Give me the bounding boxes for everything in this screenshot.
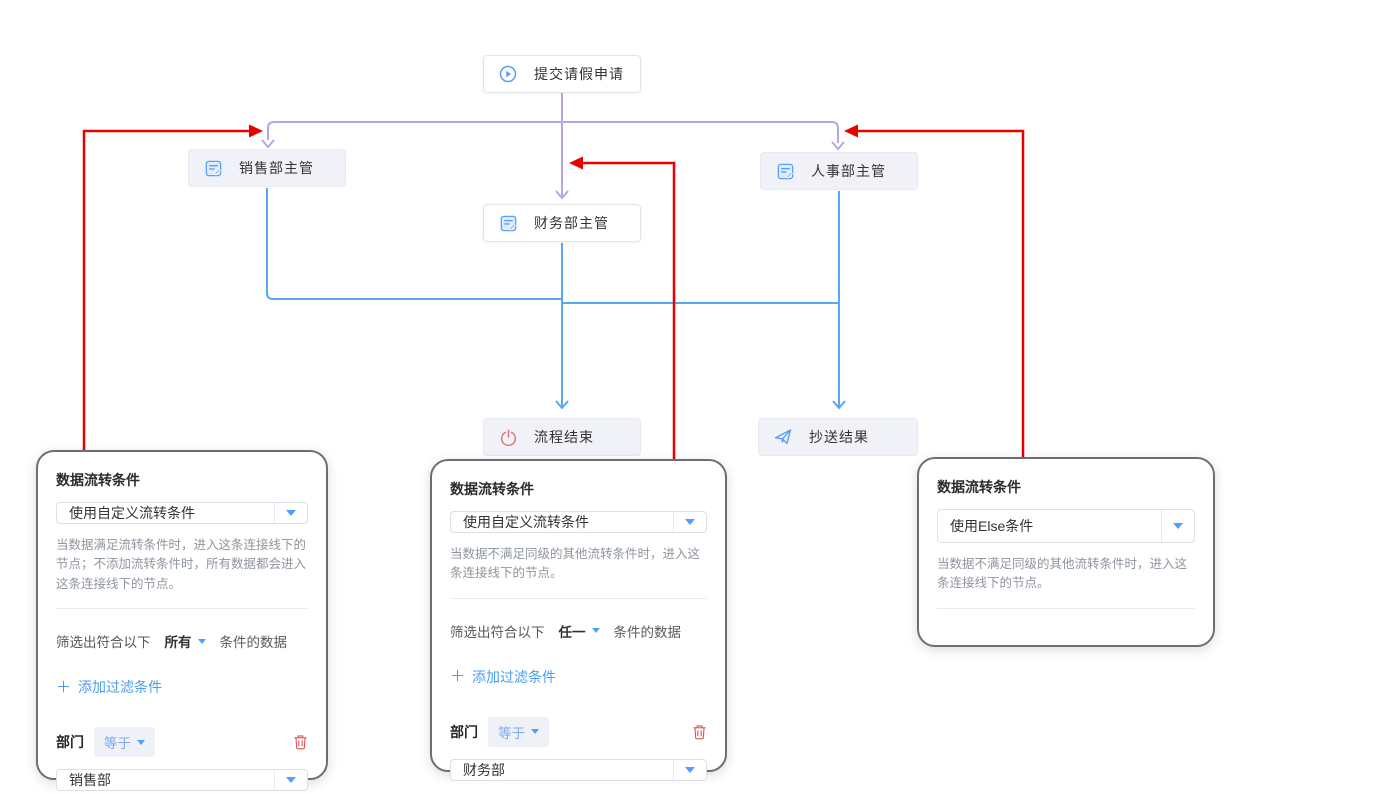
operator-dropdown[interactable]: 等于: [94, 727, 155, 758]
edge-condition-hr[interactable]: [844, 124, 1025, 458]
chevron-down-icon[interactable]: [673, 512, 706, 532]
condition-type-value: 使用自定义流转条件: [69, 505, 195, 521]
chevron-down-icon: [137, 739, 145, 745]
panel-title: 数据流转条件: [56, 472, 140, 488]
condition-type-select[interactable]: 使用自定义流转条件: [450, 511, 707, 533]
condition-description: 当数据不满足同级的其他流转条件时，进入这条连接线下的节点。: [450, 547, 701, 581]
divider: [450, 597, 707, 599]
send-icon: [773, 427, 793, 447]
condition-type-select[interactable]: 使用Else条件: [937, 509, 1195, 543]
edge-supervisors-to-end[interactable]: [266, 188, 846, 410]
filter-row: 筛选出符合以下 任一 条件的数据: [450, 621, 707, 641]
chevron-down-icon[interactable]: [673, 759, 706, 780]
filter-suffix: 条件的数据: [219, 635, 288, 651]
operator-value: 等于: [104, 736, 131, 752]
add-filter-label: 添加过滤条件: [78, 679, 163, 696]
chevron-down-icon[interactable]: [274, 770, 307, 791]
match-mode-value: 任一: [558, 624, 586, 640]
trash-icon[interactable]: [692, 724, 707, 740]
add-filter-button[interactable]: ＋ 添加过滤条件: [450, 667, 707, 687]
plus-icon: ＋: [56, 678, 72, 696]
plus-icon: ＋: [450, 668, 466, 686]
condition-type-value: 使用自定义流转条件: [463, 514, 589, 530]
node-label: 抄送结果: [809, 429, 869, 445]
node-label: 财务部主管: [534, 215, 609, 231]
match-mode-value: 所有: [164, 635, 192, 651]
operator-value: 等于: [498, 725, 525, 741]
edge-condition-sales[interactable]: [82, 124, 263, 451]
filter-suffix: 条件的数据: [613, 624, 682, 640]
chevron-down-icon: [591, 628, 600, 634]
match-mode-dropdown[interactable]: 所有: [165, 631, 206, 651]
panel-title: 数据流转条件: [450, 481, 534, 497]
filter-condition-row: 部门 等于: [450, 716, 707, 747]
play-icon: [498, 64, 518, 84]
node-sales-supervisor[interactable]: 销售部主管: [188, 149, 346, 187]
node-label: 提交请假申请: [534, 66, 624, 82]
node-finance-supervisor[interactable]: 财务部主管: [483, 204, 641, 242]
chevron-down-icon[interactable]: [274, 503, 307, 523]
divider: [937, 607, 1195, 609]
field-value: 财务部: [463, 761, 505, 778]
field-value-select[interactable]: 财务部: [450, 758, 707, 781]
trash-icon[interactable]: [293, 734, 308, 750]
node-label: 销售部主管: [239, 160, 314, 176]
chevron-down-icon[interactable]: [1161, 510, 1194, 542]
chevron-down-icon: [197, 638, 206, 644]
add-filter-label: 添加过滤条件: [472, 668, 557, 685]
add-filter-button[interactable]: ＋ 添加过滤条件: [56, 677, 308, 697]
power-icon: [498, 428, 518, 447]
node-label: 流程结束: [534, 429, 594, 445]
field-value: 销售部: [69, 772, 111, 789]
condition-panel-sales: 数据流转条件 使用自定义流转条件 当数据满足流转条件时，进入这条连接线下的节点；…: [36, 450, 328, 792]
node-process-end[interactable]: 流程结束: [483, 418, 641, 456]
edge-start-branches[interactable]: [261, 93, 845, 200]
node-cc-result[interactable]: 抄送结果: [758, 418, 918, 456]
condition-type-value: 使用Else条件: [950, 518, 1034, 534]
condition-panel-finance: 数据流转条件 使用自定义流转条件 当数据不满足同级的其他流转条件时，进入这条连接…: [430, 459, 727, 781]
edge-condition-finance[interactable]: [569, 156, 676, 460]
filter-condition-row: 部门 等于: [56, 727, 308, 758]
edit-doc-icon: [203, 159, 223, 178]
condition-panel-hr: 数据流转条件 使用Else条件 当数据不满足同级的其他流转条件时，进入这条连接线…: [917, 457, 1215, 647]
edit-doc-icon: [498, 214, 518, 233]
panel-title: 数据流转条件: [937, 479, 1021, 495]
node-label: 人事部主管: [811, 163, 886, 179]
node-hr-supervisor[interactable]: 人事部主管: [760, 152, 918, 190]
condition-description: 当数据满足流转条件时，进入这条连接线下的节点；不添加流转条件时，所有数据都会进入…: [56, 538, 307, 591]
filter-row: 筛选出符合以下 所有 条件的数据: [56, 631, 308, 651]
field-label: 部门: [56, 734, 84, 751]
match-mode-dropdown[interactable]: 任一: [559, 621, 600, 641]
condition-type-select[interactable]: 使用自定义流转条件: [56, 502, 308, 524]
filter-prefix: 筛选出符合以下: [450, 624, 545, 640]
edit-doc-icon: [775, 162, 795, 181]
condition-description: 当数据不满足同级的其他流转条件时，进入这条连接线下的节点。: [937, 557, 1188, 591]
chevron-down-icon: [531, 729, 539, 735]
operator-dropdown[interactable]: 等于: [488, 716, 549, 747]
node-start[interactable]: 提交请假申请: [483, 55, 641, 93]
field-label: 部门: [450, 723, 478, 740]
filter-prefix: 筛选出符合以下: [56, 635, 151, 651]
field-value-select[interactable]: 销售部: [56, 769, 308, 792]
divider: [56, 608, 308, 610]
